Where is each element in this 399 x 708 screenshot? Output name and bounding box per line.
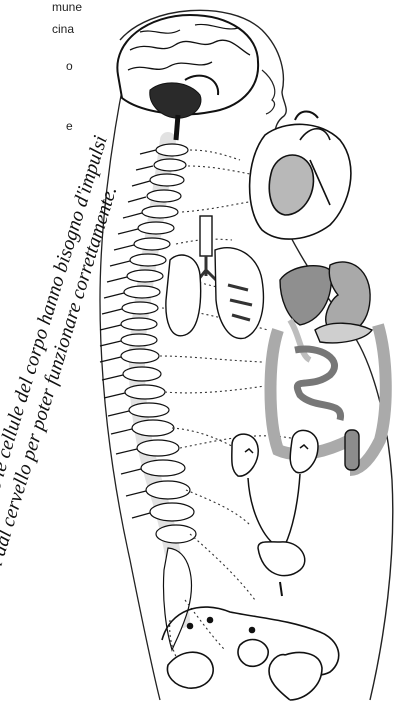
face-profile — [262, 70, 275, 114]
pancreas — [315, 323, 372, 343]
liver — [280, 266, 331, 325]
left-kidney — [232, 434, 258, 476]
lungs-drawing — [166, 216, 264, 338]
urinary-drawing — [232, 430, 318, 596]
heart-drawing — [250, 112, 351, 240]
body-outline — [120, 10, 393, 700]
spine-drawing — [100, 140, 196, 650]
duodenum — [290, 320, 310, 360]
small-intestine — [295, 349, 341, 420]
large-intestine — [271, 325, 386, 470]
bladder — [258, 542, 305, 576]
right-kidney — [290, 430, 318, 472]
